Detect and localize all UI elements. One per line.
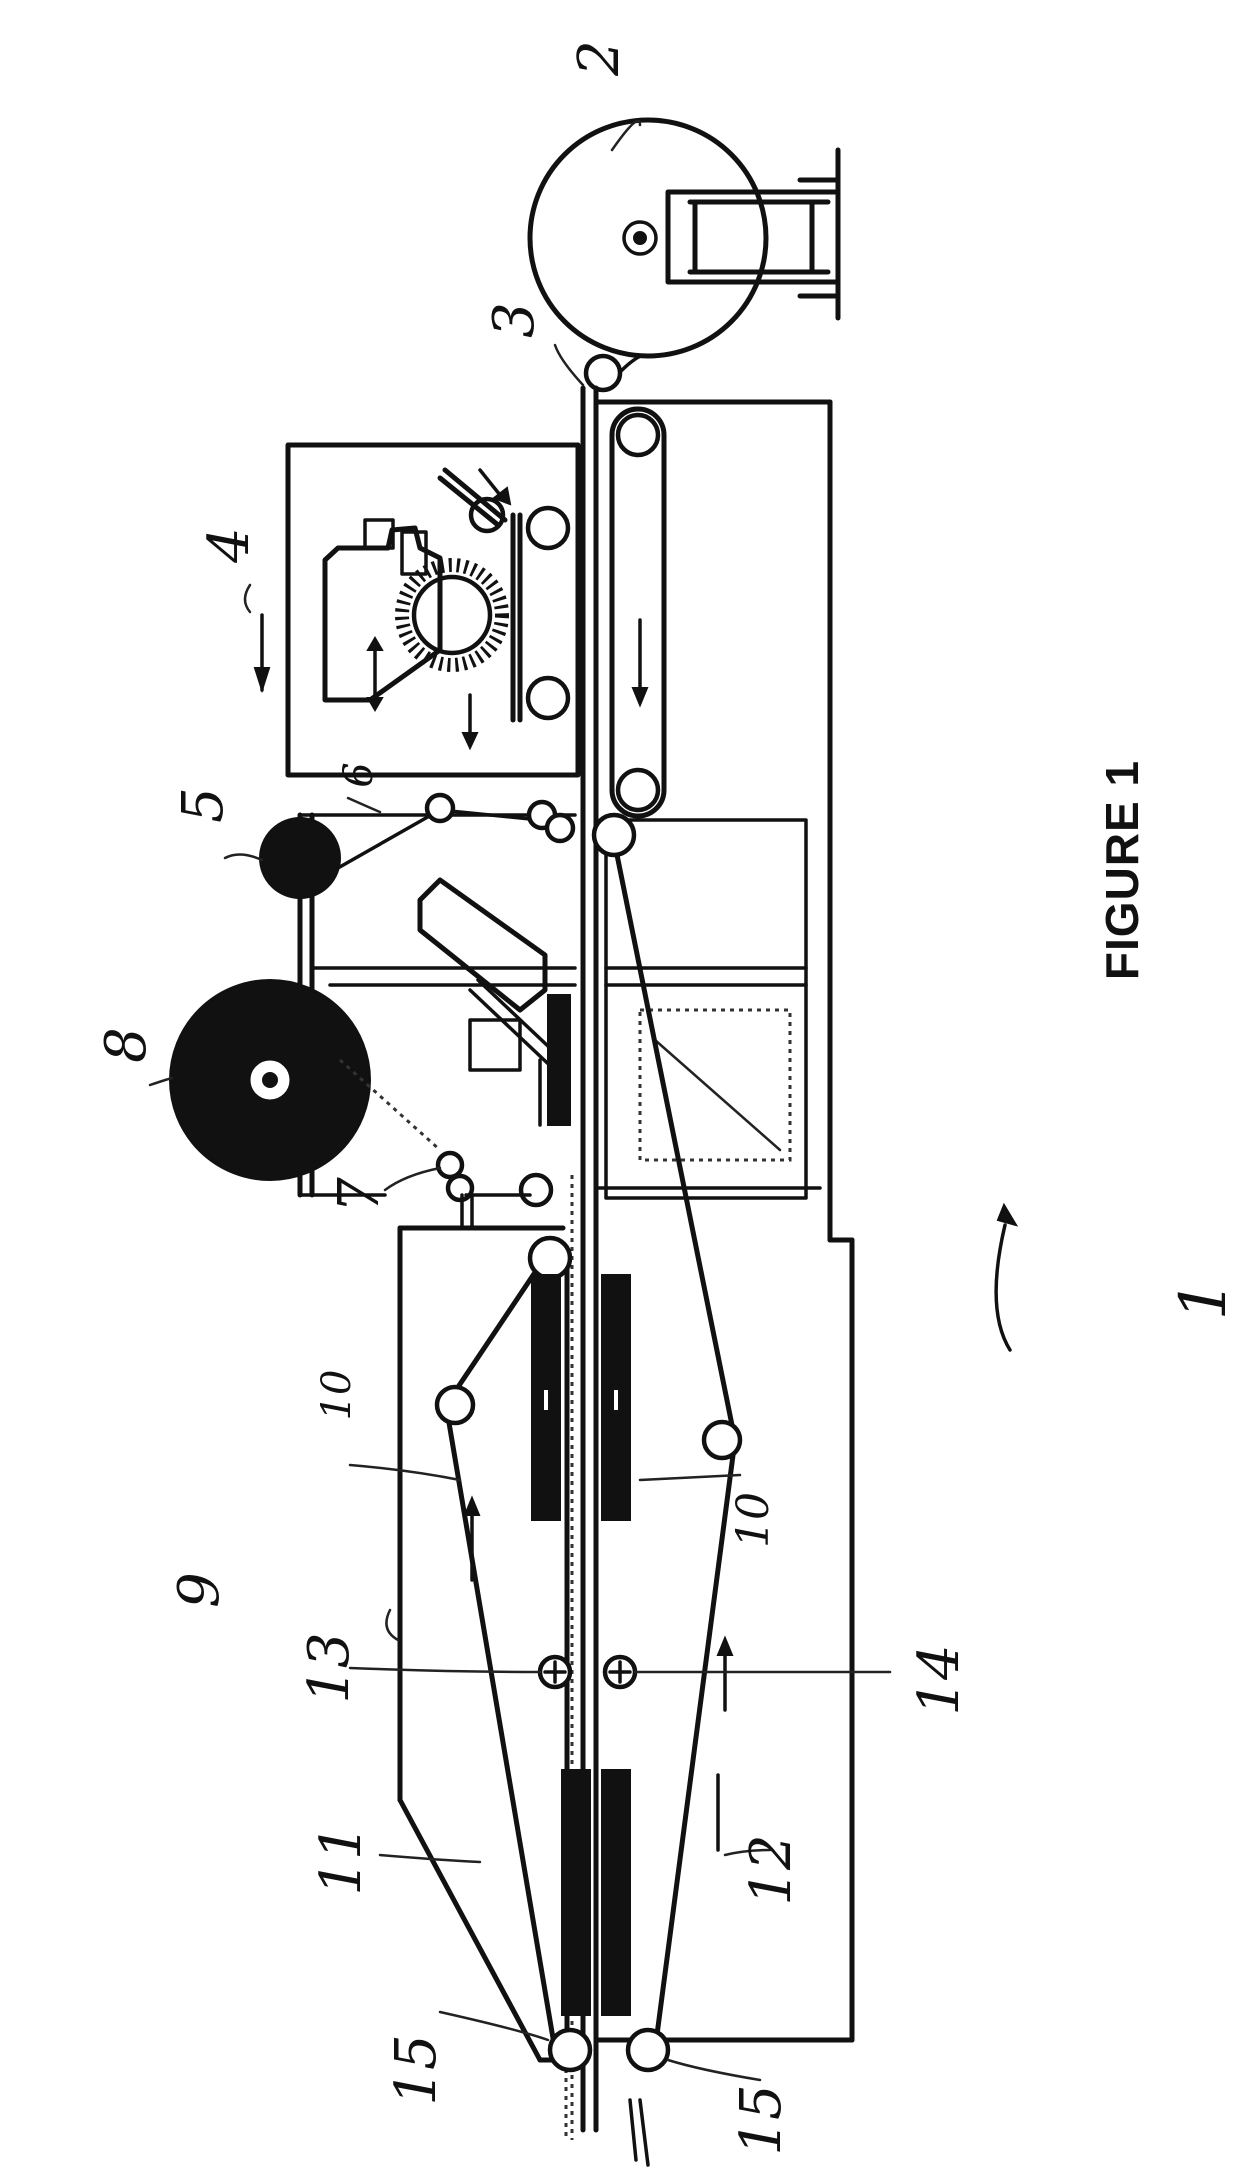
- label-9: 9: [167, 1572, 232, 1608]
- label-6: 6: [336, 762, 382, 787]
- lower-heating-plate-2: [602, 1770, 630, 2015]
- lower-belt-tension-roll: [704, 1422, 740, 1458]
- lower-middle-frame: [606, 820, 806, 1198]
- label-14: 14: [907, 1644, 972, 1715]
- feed-conveyor-roll-left: [618, 770, 658, 810]
- label-10-upper: 10: [314, 1370, 360, 1421]
- label-15-lower: 15: [729, 2084, 794, 2155]
- assembly-arrow: [996, 1225, 1010, 1350]
- roll-5: [260, 818, 340, 898]
- label-7: 7: [327, 1177, 392, 1213]
- end-roll-lower: [628, 2030, 668, 2070]
- end-roll-upper: [550, 2030, 590, 2070]
- label-3: 3: [482, 302, 547, 338]
- label-8: 8: [94, 1027, 159, 1063]
- label-2: 2: [567, 40, 632, 77]
- feed-conveyor: [612, 409, 664, 816]
- upper-belt-roll-entry: [530, 1238, 570, 1278]
- guide-roll-3: [586, 356, 620, 390]
- upper-heating-plate-2: [562, 1770, 590, 2015]
- label-10-lower: 10: [728, 1492, 779, 1548]
- label-11: 11: [309, 1824, 374, 1895]
- supply-roll: [530, 120, 766, 356]
- upper-belt-tension-roll: [437, 1387, 473, 1423]
- feed-conveyor-roll-right: [618, 415, 658, 455]
- label-4: 4: [197, 527, 262, 564]
- label-13: 13: [297, 1632, 362, 1703]
- machine-frame: [596, 402, 852, 2040]
- label-15-upper: 15: [384, 2034, 449, 2105]
- label-12: 12: [739, 1834, 804, 1905]
- label-1: 1: [1167, 1280, 1241, 1321]
- scattering-unit: [288, 445, 578, 775]
- output-web: [640, 2100, 648, 2165]
- supply-roll-assembly: [530, 120, 838, 356]
- label-5: 5: [171, 787, 236, 823]
- guide-rolls-7: [438, 1153, 462, 1177]
- figure-caption: FIGURE 1: [1096, 760, 1148, 980]
- lower-belt-roll-entry: [594, 815, 634, 855]
- cutting-mechanism: [420, 880, 570, 1125]
